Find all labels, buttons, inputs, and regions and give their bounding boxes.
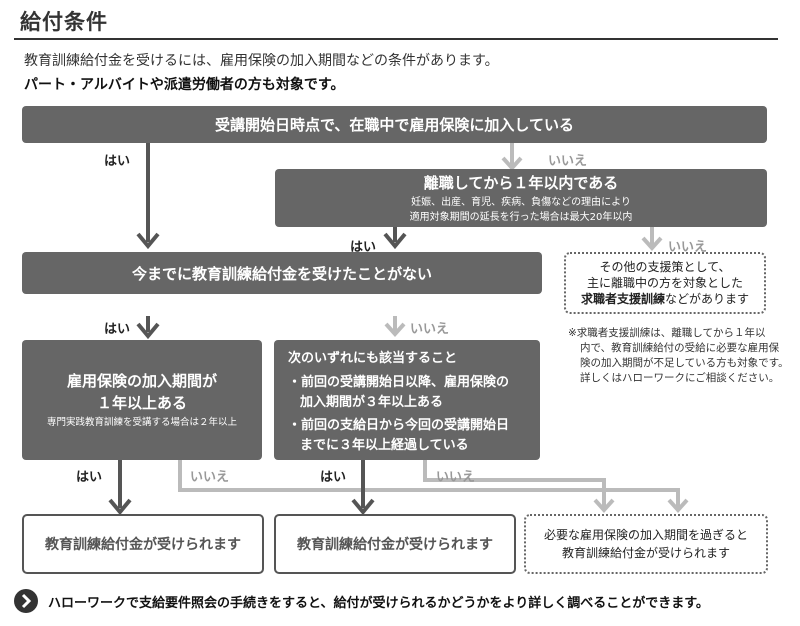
- decision-employed-insured-text: 受講開始日時点で、在職中で雇用保険に加入している: [215, 116, 574, 134]
- arrow-q3-yes: [136, 316, 160, 340]
- decision-insured-one-year-note: 専門実践教育訓練を受講する場合は２年以上: [46, 417, 237, 428]
- arrow-q1-no: [501, 143, 523, 171]
- label-no-q2: いいえ: [668, 240, 708, 255]
- footnote-line2: 内で、教育訓練給付の受給に必要な雇用保: [580, 342, 780, 354]
- result-eligible-1: 教育訓練給付金が受けられます: [22, 514, 264, 574]
- footnote-line1: ※求職者支援訓練は、離職してから１年以: [568, 327, 766, 339]
- other-support-line2: 主に離職中の方を対象とした: [586, 276, 743, 290]
- result-eligible-later-line1: 必要な雇用保険の加入期間を過ぎると: [543, 528, 748, 542]
- label-yes-q5: はい: [320, 470, 347, 485]
- label-yes-q1: はい: [104, 154, 131, 169]
- decision-repeat-conditions-head: 次のいずれにも該当すること: [288, 351, 458, 366]
- result-eligible-later-line2: 教育訓練給付金が受けられます: [561, 546, 730, 560]
- condition-item2-a: ・前回の支給日から今回の受講開始日: [288, 418, 510, 433]
- condition-item2-b: までに３年以上経過している: [300, 438, 469, 453]
- title-divider: [14, 38, 778, 40]
- other-support-box: その他の支援策として、 主に離職中の方を対象とした 求職者支援訓練などがあります: [564, 252, 766, 314]
- condition-item1-b: 加入期間が３年以上ある: [300, 395, 444, 410]
- result-eligible-2: 教育訓練給付金が受けられます: [274, 514, 516, 574]
- arrow-q4-no: [178, 460, 689, 513]
- condition-item1-a: ・前回の受講開始日以降、雇用保険の: [288, 375, 510, 390]
- arrow-q1-yes: [136, 143, 160, 250]
- decision-employed-insured: 受講開始日時点で、在職中で雇用保険に加入している: [22, 106, 767, 143]
- decision-insured-one-year: 雇用保険の加入期間が １年以上ある 専門実践教育訓練を受講する場合は２年以上: [22, 340, 262, 460]
- decision-repeat-conditions: 次のいずれにも該当すること ・前回の受講開始日以降、雇用保険の 加入期間が３年以…: [274, 340, 540, 460]
- label-no-q4: いいえ: [190, 470, 230, 485]
- footnote: ※求職者支援訓練は、離職してから１年以 内で、教育訓練給付の受給に必要な雇用保 …: [568, 326, 790, 386]
- footnote-line3: 険の加入期間が不足している方も対象です。: [580, 357, 789, 369]
- label-yes-q2: はい: [350, 240, 377, 255]
- arrow-q2-yes: [383, 227, 407, 250]
- decision-never-received: 今までに教育訓練給付金を受けたことがない: [22, 252, 542, 294]
- decision-insured-one-year-line2: １年以上ある: [96, 394, 187, 412]
- label-no-q5: いいえ: [436, 470, 476, 485]
- result-eligible-later: 必要な雇用保険の加入期間を過ぎると 教育訓練給付金が受けられます: [524, 514, 768, 574]
- label-yes-q4: はい: [76, 470, 103, 485]
- result-eligible-1-text: 教育訓練給付金が受けられます: [45, 537, 241, 553]
- label-yes-q3: はい: [104, 322, 131, 337]
- decision-left-within-year-text: 離職してから１年以内である: [423, 173, 619, 192]
- intro-emphasis: パート・アルバイトや派遣労働者の方も対象です。: [24, 77, 345, 93]
- other-support-line3: 求職者支援訓練などがあります: [580, 292, 750, 306]
- decision-insured-one-year-line1: 雇用保険の加入期間が: [66, 372, 217, 390]
- label-no-q1: いいえ: [548, 154, 588, 169]
- job-seeker-training-term: 求職者支援訓練: [580, 292, 665, 306]
- intro-text: 教育訓練給付金を受けるには、雇用保険の加入期間などの条件があります。: [24, 53, 499, 69]
- arrow-q5-yes: [351, 460, 375, 516]
- other-support-line1: その他の支援策として、: [599, 260, 731, 274]
- decision-never-received-text: 今までに教育訓練給付金を受けたことがない: [131, 264, 432, 283]
- label-no-q3: いいえ: [410, 322, 450, 337]
- arrow-q4-yes: [108, 460, 132, 516]
- decision-left-within-year: 離職してから１年以内である 妊娠、出産、育児、疾病、負傷などの理由により 適用対…: [275, 169, 767, 227]
- decision-left-within-year-note1: 妊娠、出産、育児、疾病、負傷などの理由により: [411, 196, 631, 208]
- footer-text: ハローワークで支給要件照会の手続きをすると、給付が受けられるかどうかをより詳しく…: [48, 596, 709, 611]
- result-eligible-2-text: 教育訓練給付金が受けられます: [297, 537, 493, 553]
- arrow-q2-no: [641, 227, 663, 251]
- arrow-right-icon: [14, 589, 38, 613]
- arrow-q5-no: [423, 460, 615, 513]
- arrow-q3-no: [384, 316, 406, 337]
- footnote-line4: 詳しくはハローワークにご相談ください。: [580, 372, 780, 384]
- page-title: 給付条件: [20, 10, 108, 34]
- decision-left-within-year-note2: 適用対象期間の延長を行った場合は最大20年以内: [409, 211, 633, 223]
